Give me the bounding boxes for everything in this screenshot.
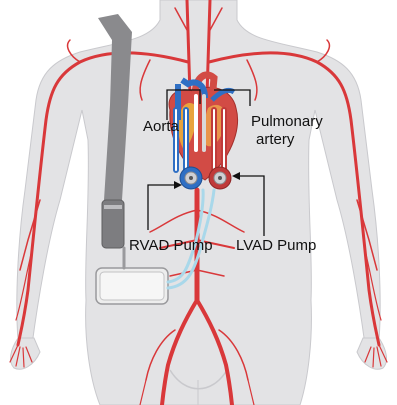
rvad-pump-label: RVAD Pump [129, 237, 213, 254]
aorta-label: Aorta [143, 118, 180, 135]
lvad-pump-label: LVAD Pump [236, 237, 316, 254]
pulmonary-label-line2: artery [256, 131, 295, 148]
pulmonary-label-line1: Pulmonary [251, 113, 323, 130]
lvad-pump [209, 167, 231, 189]
rvad-pump [180, 167, 202, 189]
vad-controller [96, 268, 168, 304]
